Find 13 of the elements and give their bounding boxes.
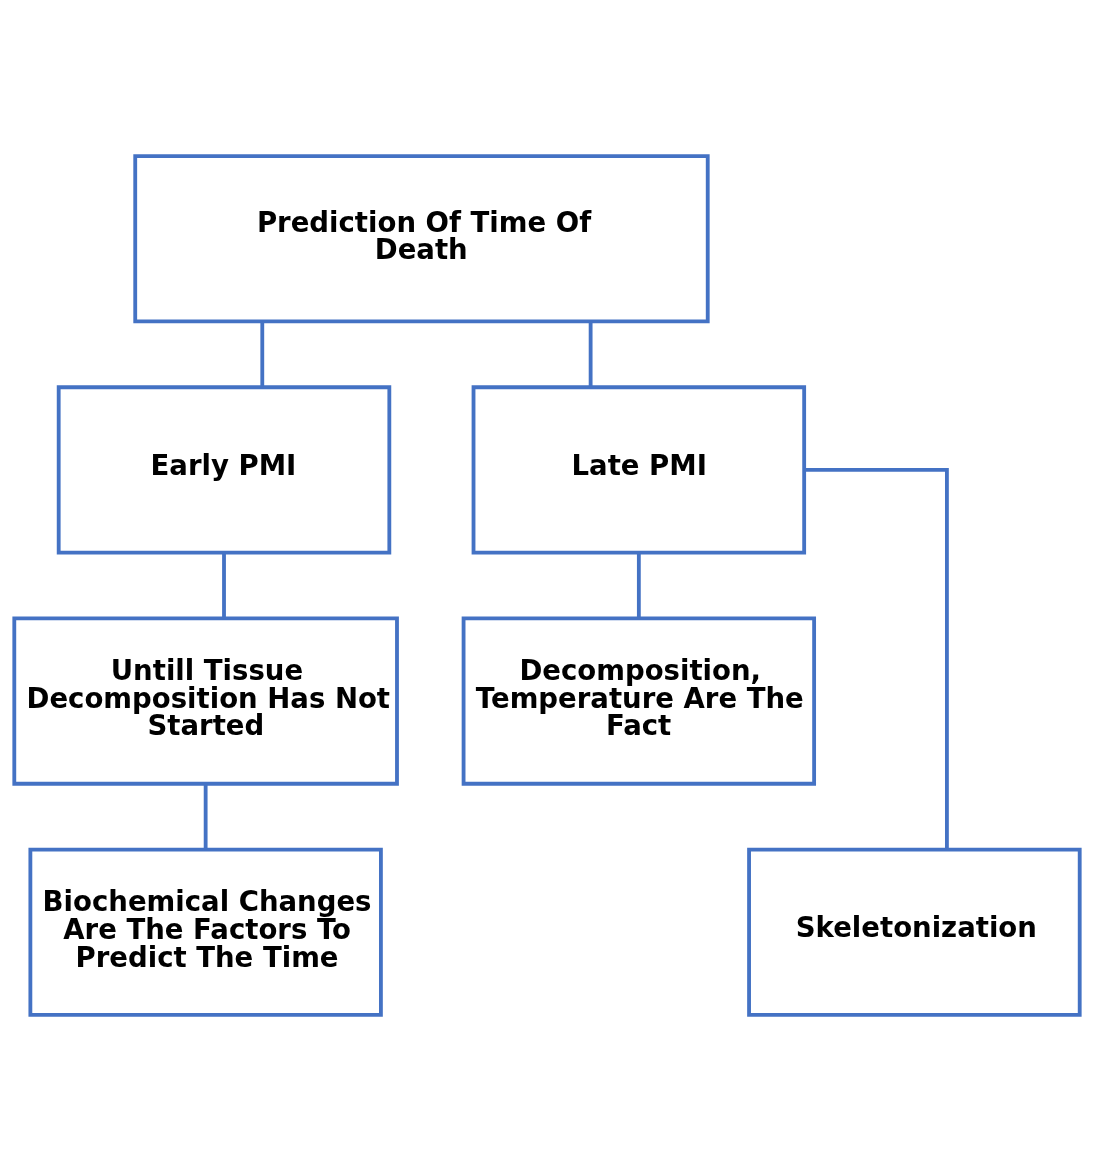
node-box: Skeletonization xyxy=(747,847,1082,1017)
node-box: Untill Tissue Decomposition Has Not Started xyxy=(12,616,399,786)
node-box: Late PMI xyxy=(471,384,807,554)
node-box: Early PMI xyxy=(56,384,392,554)
node-box: Decomposition, Temperature Are The Fact xyxy=(461,616,817,786)
connector xyxy=(588,321,593,387)
connector xyxy=(203,783,208,849)
connector xyxy=(260,321,265,387)
node-box: Biochemical Changes Are The Factors To Predict The Time xyxy=(28,847,383,1017)
connector xyxy=(636,552,641,618)
connector xyxy=(804,467,949,849)
node-box: Prediction Of Time Of Death xyxy=(133,153,710,323)
connector xyxy=(222,552,226,618)
